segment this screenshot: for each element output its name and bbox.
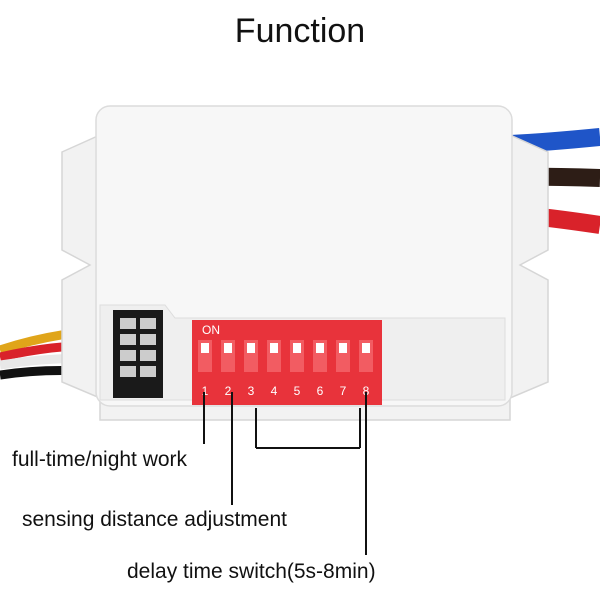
callout-full-time: full-time/night work xyxy=(12,448,188,471)
dip-on-label: ON xyxy=(202,323,220,337)
dip-position-label: 1 xyxy=(202,384,209,398)
terminal-connector-icon xyxy=(113,310,163,398)
callout-leader-lines xyxy=(203,392,367,555)
dip-position-label: 5 xyxy=(294,384,301,398)
callout-delay-time: delay time switch(5s-8min) xyxy=(127,560,376,583)
dip-position-label: 3 xyxy=(248,384,255,398)
dip-position-label: 8 xyxy=(363,384,370,398)
dip-switch-icon: ON 1 2 3 4 5 6 7 8 xyxy=(192,320,382,405)
dip-position-label: 6 xyxy=(317,384,324,398)
page-title: Function xyxy=(234,12,366,50)
dip-position-label: 4 xyxy=(271,384,278,398)
dip-position-label: 2 xyxy=(225,384,232,398)
dip-position-label: 7 xyxy=(340,384,347,398)
callout-sensing-distance: sensing distance adjustment xyxy=(22,508,287,531)
